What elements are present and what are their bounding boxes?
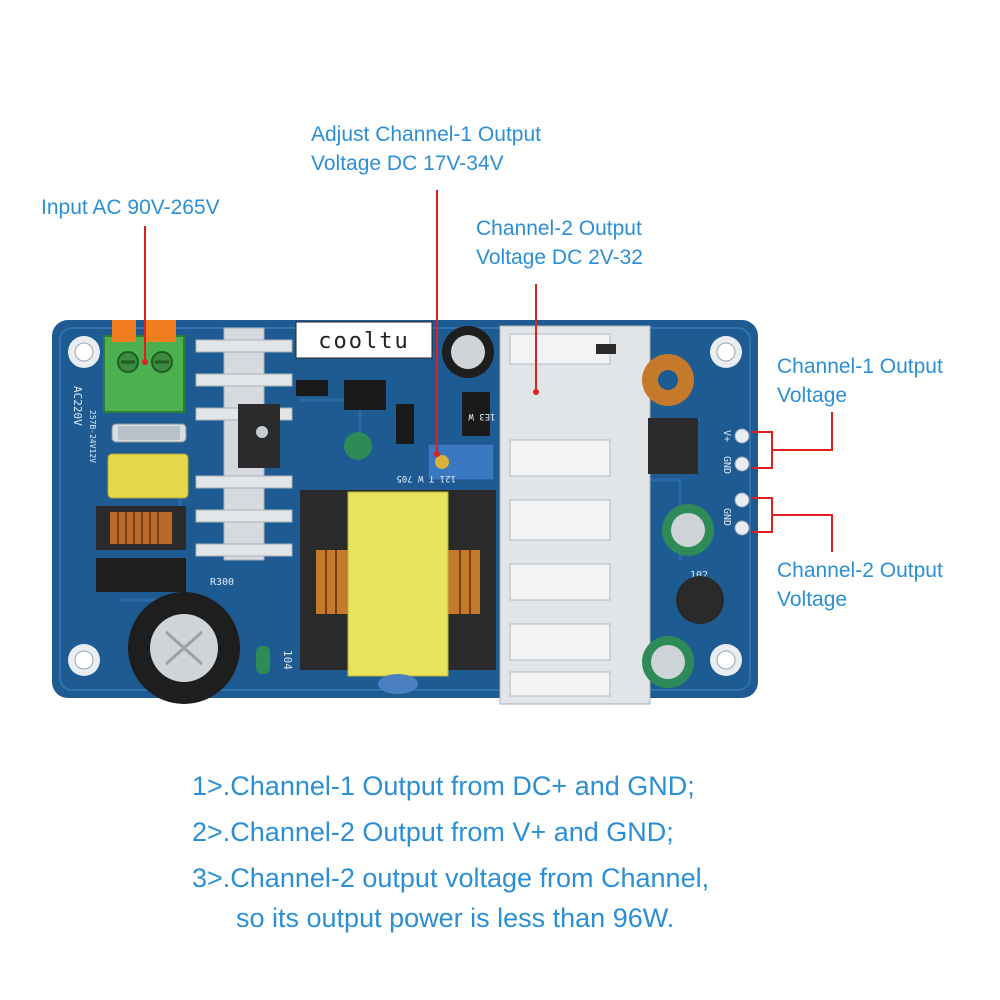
fuse xyxy=(111,423,187,443)
bridge-rectifier xyxy=(96,558,186,592)
diode xyxy=(396,404,414,444)
output-capacitor-2 xyxy=(642,636,694,688)
note-3-continuation: so its output power is less than 96W. xyxy=(236,903,675,933)
note-3-text: 3>.Channel-2 output voltage from Channel… xyxy=(192,863,710,893)
note-2-text: 2>.Channel-2 Output from V+ and GND; xyxy=(192,817,674,847)
transformer xyxy=(300,490,496,694)
pin-ch2-gnd xyxy=(734,520,750,536)
silk-v-plus: V+ xyxy=(721,430,732,442)
silk-102: 102 xyxy=(690,570,708,581)
silk-gnd-2: GND xyxy=(721,508,732,526)
smd-part xyxy=(296,380,328,396)
input-label: Input AC 90V-265V xyxy=(41,196,220,219)
common-mode-choke xyxy=(96,506,186,550)
ch1-output-label-line2: Voltage xyxy=(777,384,848,407)
note-3: 3>.Channel-2 output voltage from Channel… xyxy=(192,858,972,938)
note-2: 2>.Channel-2 Output from V+ and GND; xyxy=(192,812,972,852)
silk-ac220v: AC220V xyxy=(71,386,84,426)
bracket-ch2 xyxy=(752,497,833,552)
green-cap-mid xyxy=(344,432,372,460)
ch1-potentiometer: 121 T W 705 xyxy=(396,443,495,483)
ic-pwm xyxy=(344,380,386,410)
adjust-label-line1: Adjust Channel-1 Output xyxy=(311,123,541,146)
adjust-label: Adjust Channel-1 Output Voltage DC 17V-3… xyxy=(311,120,541,178)
pointer-tips xyxy=(142,359,539,457)
pin-ch2-plus xyxy=(734,492,750,508)
output-regulator xyxy=(648,418,698,474)
ch2-output-label-line1: Channel-2 Output xyxy=(777,559,943,582)
output-capacitor-1 xyxy=(662,504,714,556)
bracket-ch1 xyxy=(752,412,833,469)
ch2-range-label-line1: Channel-2 Output xyxy=(476,217,642,240)
mounting-holes xyxy=(68,336,742,676)
silk-model: 257B-24V12V xyxy=(88,410,97,463)
ch2-output-label: Channel-2 Output Voltage xyxy=(777,556,943,614)
optocoupler xyxy=(462,392,490,436)
ch2-output-label-line2: Voltage xyxy=(777,588,848,611)
mid-capacitor xyxy=(442,326,494,378)
silk-gnd-1: GND xyxy=(721,456,732,474)
output-inductor xyxy=(676,576,724,624)
brand-name: cooltu xyxy=(318,329,409,354)
pin-ch1-gnd xyxy=(734,456,750,472)
output-pins xyxy=(734,428,750,536)
pointer-lines xyxy=(144,190,833,552)
notes-list: 1>.Channel-1 Output from DC+ and GND; 2>… xyxy=(192,766,972,944)
silk-104: 104 xyxy=(281,650,294,670)
ch2-range-label-line2: Voltage DC 2V-32 xyxy=(476,246,643,269)
toroid-inductor xyxy=(642,354,694,406)
pin-ch1-plus xyxy=(734,428,750,444)
ch2-range-label: Channel-2 Output Voltage DC 2V-32 xyxy=(476,214,643,272)
note-1: 1>.Channel-1 Output from DC+ and GND; xyxy=(192,766,972,806)
silk-pot2: 503 T 1E3 W xyxy=(468,411,528,421)
ch1-output-label: Channel-1 Output Voltage xyxy=(777,352,943,410)
ch1-output-label-line1: Channel-1 Output xyxy=(777,355,943,378)
adjust-label-line2: Voltage DC 17V-34V xyxy=(311,152,504,175)
right-heatsink xyxy=(499,325,651,705)
silk-pot1: 121 T W 705 xyxy=(396,473,456,483)
bulk-capacitor xyxy=(128,592,240,704)
x-capacitor xyxy=(107,453,189,499)
small-green-cap xyxy=(256,646,270,674)
left-heatsink xyxy=(195,327,293,561)
note-1-text: 1>.Channel-1 Output from DC+ and GND; xyxy=(192,771,695,801)
silk-r300: R300 xyxy=(210,577,234,588)
brand-plate: cooltu xyxy=(295,321,433,359)
